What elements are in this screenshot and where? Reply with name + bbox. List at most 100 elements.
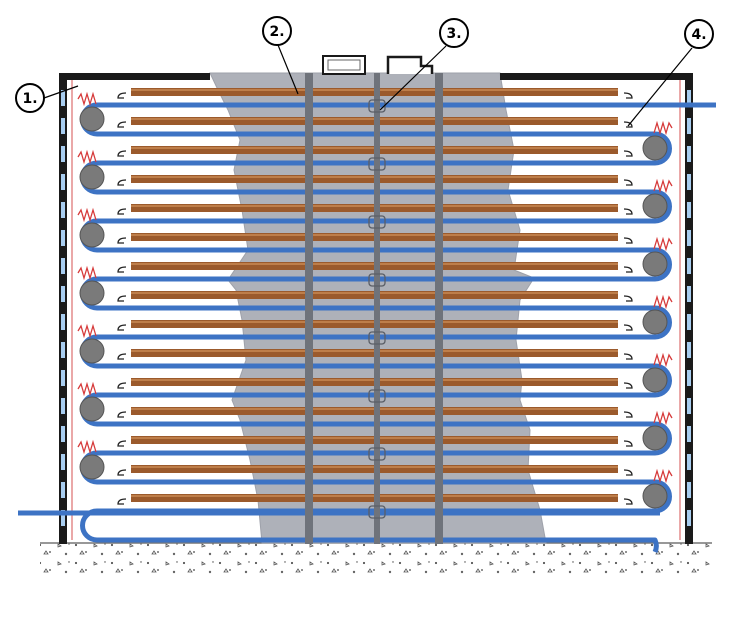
wall-window (61, 146, 65, 162)
column-connector (368, 99, 386, 113)
callout-3: 3. (379, 18, 469, 111)
curved-arrow-icon (623, 208, 633, 215)
spring-icon (77, 323, 97, 339)
column-connector (368, 447, 386, 461)
wall-window (687, 230, 691, 246)
curved-arrow-icon (117, 295, 127, 302)
spring-icon (77, 207, 97, 223)
column-connector (368, 273, 386, 287)
spring-icon (77, 149, 97, 165)
roller-icon (642, 425, 668, 451)
roller-icon (79, 396, 105, 422)
wall-window (61, 370, 65, 386)
spring-icon (77, 439, 97, 455)
wall-window (61, 454, 65, 470)
roller-icon (642, 135, 668, 161)
column-connector (368, 215, 386, 229)
curved-arrow-icon (117, 266, 127, 273)
callout-4: 4. (627, 19, 714, 127)
curved-arrow-icon (117, 353, 127, 360)
roller-icon (79, 164, 105, 190)
springs (77, 91, 673, 484)
curved-arrow-icon (623, 179, 633, 186)
roller-icon (79, 280, 105, 306)
callout-3-label: 3. (446, 26, 461, 42)
callout-2: 2. (262, 16, 299, 95)
wall-window (61, 258, 65, 274)
wall-window (61, 426, 65, 442)
curved-arrow-icon (117, 208, 127, 215)
curved-arrow-icon (623, 237, 633, 244)
spring-icon (653, 236, 673, 252)
ground-strip (40, 541, 712, 577)
curved-arrow-icon (117, 411, 127, 418)
wall-window (687, 202, 691, 218)
roller-icon (642, 309, 668, 335)
rollers (18, 106, 668, 516)
roller-icon (79, 222, 105, 248)
curved-arrow-icon (117, 237, 127, 244)
callout-1-label: 1. (22, 91, 37, 107)
outer-frame (59, 73, 693, 544)
spring-icon (653, 410, 673, 426)
wall-window (687, 90, 691, 106)
spring-icon (653, 468, 673, 484)
wall-window (687, 510, 691, 526)
curved-arrow-icon (623, 295, 633, 302)
wall-window (687, 454, 691, 470)
curved-arrow-icon (623, 440, 633, 447)
wall-window (687, 398, 691, 414)
curved-arrow-icon (623, 469, 633, 476)
curved-arrow-icon (623, 353, 633, 360)
wall-window (61, 118, 65, 134)
wall-window (687, 314, 691, 330)
callout-4-label: 4. (691, 27, 706, 43)
column-connector (368, 389, 386, 403)
right-wall-windows (687, 90, 691, 526)
column-connectors (368, 99, 386, 519)
curved-arrow-icon (117, 469, 127, 476)
spring-icon (653, 294, 673, 310)
curved-arrow-icon (623, 382, 633, 389)
left-wall-windows (61, 90, 65, 526)
curved-arrow-icon (117, 440, 127, 447)
roller-icon (79, 454, 105, 480)
curved-arrow-icon (623, 411, 633, 418)
wall-window (687, 174, 691, 190)
curved-arrow-icon (117, 150, 127, 157)
curved-arrow-icon (623, 150, 633, 157)
spring-icon (653, 120, 673, 136)
top-cap-left-inner (327, 59, 361, 71)
wall-window (61, 286, 65, 302)
vertical-columns (305, 73, 443, 544)
curved-arrow-icon (117, 121, 127, 128)
wall-window (687, 146, 691, 162)
wall-window (61, 314, 65, 330)
spring-icon (77, 381, 97, 397)
column-connector (368, 331, 386, 345)
curved-arrow-icon (117, 179, 127, 186)
wall-window (687, 342, 691, 358)
wall-window (687, 258, 691, 274)
curved-arrow-icon (117, 324, 127, 331)
roller-icon (642, 251, 668, 277)
wall-window (61, 202, 65, 218)
wall-window (61, 482, 65, 498)
curved-arrow-icon (117, 498, 127, 505)
wall-window (61, 342, 65, 358)
roller-icon (79, 338, 105, 364)
spring-icon (77, 91, 97, 107)
curved-arrow-icon (623, 324, 633, 331)
curved-arrows (117, 92, 633, 505)
roller-icon (642, 483, 668, 509)
wall-window (61, 90, 65, 106)
curved-arrow-icon (117, 382, 127, 389)
callout-1: 1. (15, 83, 79, 113)
roller-icon (79, 106, 105, 132)
column-connector (368, 505, 386, 519)
spring-icon (77, 265, 97, 281)
spring-icon (653, 352, 673, 368)
curved-arrow-icon (623, 92, 633, 99)
wall-window (61, 174, 65, 190)
